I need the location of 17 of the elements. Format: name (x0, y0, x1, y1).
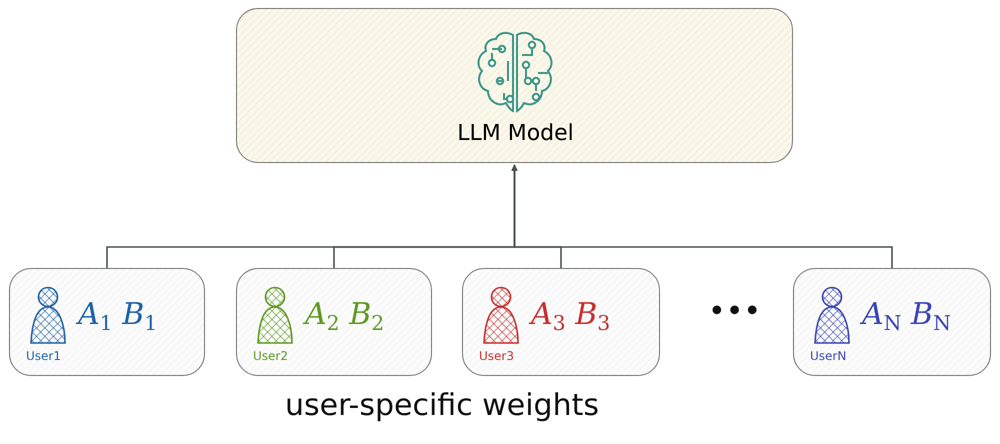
user-box (793, 268, 991, 376)
weight-matrices-label: A$_{3}$ B$_{3}$ (531, 297, 610, 336)
connector-arrow (511, 164, 893, 268)
user-name: User2 (253, 349, 288, 363)
weight-matrices-label: A$_{2}$ B$_{2}$ (305, 297, 384, 336)
user-name: User1 (26, 349, 61, 363)
user-box (462, 268, 660, 376)
model-box (236, 8, 793, 163)
model-label: LLM Model (456, 121, 575, 146)
caption-text: user-specific weights (285, 388, 600, 423)
user-name: User3 (479, 349, 514, 363)
user-box (9, 268, 205, 376)
ellipsis-dots: ••• (708, 294, 762, 329)
weight-matrices-label: A$_{1}$ B$_{1}$ (78, 297, 158, 336)
weight-matrices-label: A$_{N}$ B$_{N}$ (862, 297, 951, 336)
user-box (236, 268, 432, 376)
user-name: UserN (810, 349, 846, 363)
